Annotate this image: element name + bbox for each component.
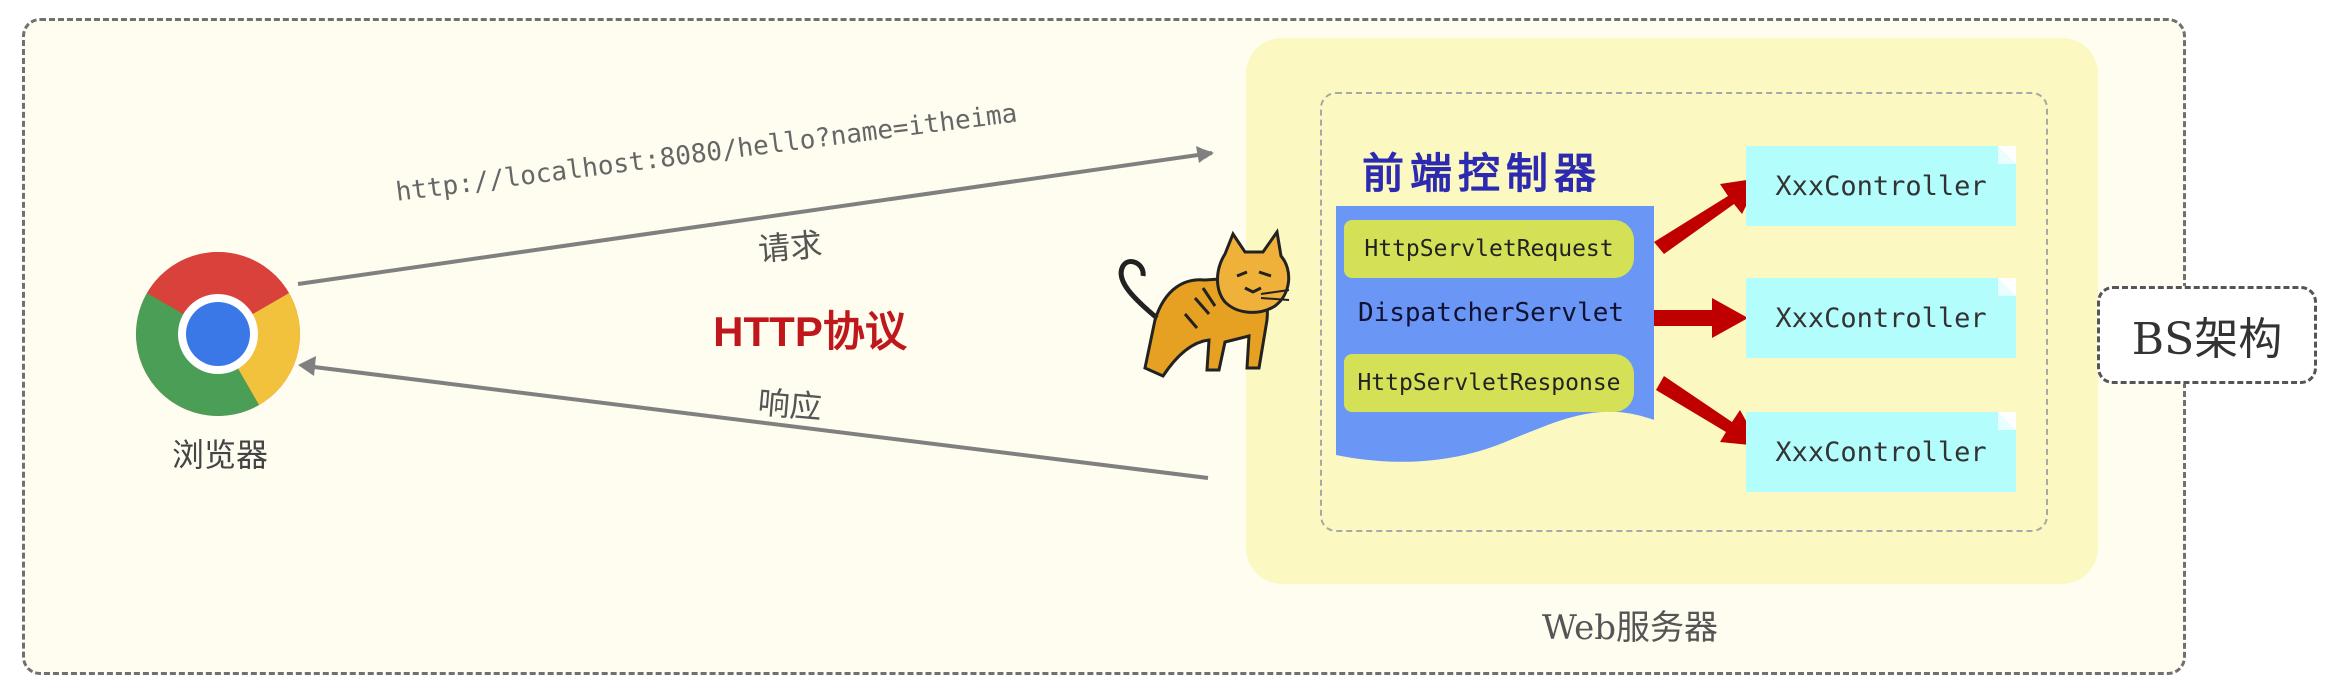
controller-label-2: XxxController [1775,302,1987,334]
dispatcher-servlet: DispatcherServlet [1357,298,1625,328]
dispatch-arrow-1 [1654,178,1760,254]
front-controller-title: 前端控制器 [1362,149,1603,198]
dispatch-arrow-2 [1654,298,1748,338]
http-servlet-response: HttpServletResponse [1344,354,1634,412]
response-arrow [305,364,1209,480]
web-server-label: Web服务器 [1541,608,1719,648]
response-label: 响应 [756,383,824,427]
dispatch-arrows [1654,178,1760,446]
controller-fold-3 [1998,412,2016,430]
controller-box-3: XxxController [1746,412,2016,492]
response-arrowhead [298,356,316,376]
controller-box-1: XxxController [1746,146,2016,226]
http-servlet-request: HttpServletRequest [1344,220,1634,278]
controller-fold-1 [1998,146,2016,164]
controller-fold-2 [1998,278,2016,296]
tomcat-icon [1118,228,1291,378]
controller-label-1: XxxController [1775,170,1987,202]
chrome-icon [136,252,300,416]
architecture-label: BS架构 [2097,286,2317,384]
controller-box-2: XxxController [1746,278,2016,358]
controller-label-3: XxxController [1775,436,1987,468]
web-server-inner-boundary [1320,92,2048,532]
browser-label: 浏览器 [171,436,268,474]
protocol-label: HTTP协议 [713,308,907,355]
dispatch-arrow-3 [1656,376,1760,446]
request-arrow [297,149,1214,286]
request-label: 请求 [756,225,824,269]
